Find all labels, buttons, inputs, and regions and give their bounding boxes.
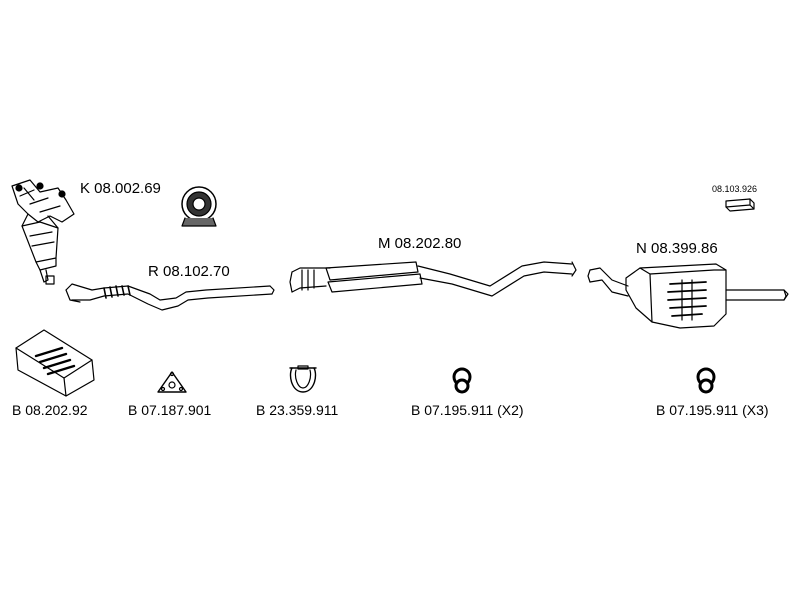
accessory-label-rubber-ring-x3: B 07.195.911 (X3): [656, 402, 769, 418]
certification-seal-icon: [181, 186, 217, 227]
accessory-label-clamp: B 23.359.911: [256, 402, 339, 418]
part-label-front-pipe: R 08.102.70: [148, 263, 230, 280]
exhaust-manifold-catalyst: [11, 179, 75, 285]
part-label-small-part: 08.103.926: [712, 184, 758, 194]
accessory-label-mounting-kit: B 08.202.92: [12, 402, 88, 418]
middle-silencer: [289, 261, 577, 297]
part-label-rear-silencer: N 08.399.86: [636, 240, 718, 257]
mounting-kit-box-icon: [15, 329, 95, 397]
rubber-ring-icon: [696, 367, 716, 394]
clamp-icon: [289, 365, 317, 393]
gasket-icon: [157, 371, 187, 393]
part-label-middle-silencer: M 08.202.80: [378, 235, 462, 252]
accessory-label-gasket: B 07.187.901: [128, 402, 212, 418]
rear-silencer: [587, 263, 789, 329]
front-pipe: [65, 283, 275, 311]
rubber-ring-icon: [452, 367, 472, 394]
bracket-icon: [725, 198, 755, 212]
part-label-manifold: K 08.002.69: [80, 180, 161, 197]
accessory-label-rubber-ring-x2: B 07.195.911 (X2): [411, 402, 524, 418]
